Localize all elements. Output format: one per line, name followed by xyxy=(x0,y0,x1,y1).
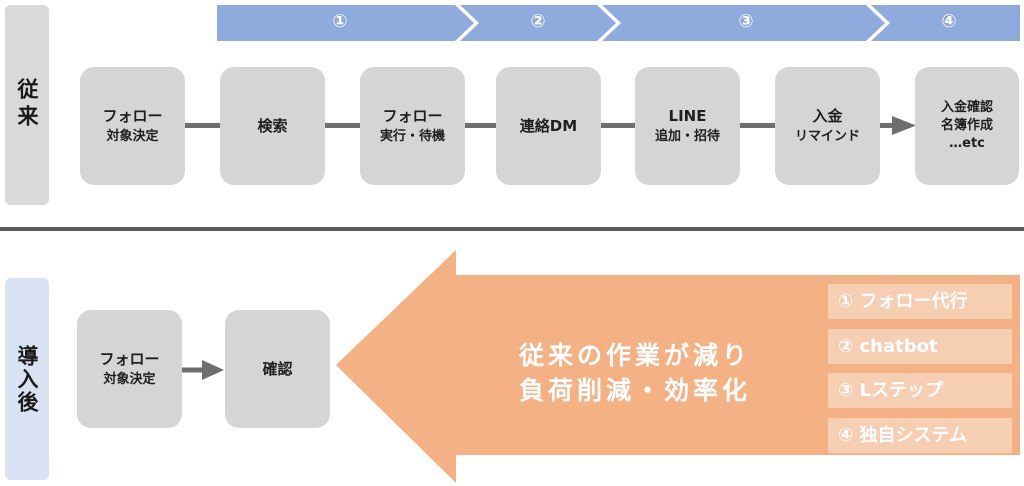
step-chevron-2 xyxy=(460,5,616,41)
step-band xyxy=(217,5,1020,41)
box-line-2: 対象決定 xyxy=(106,128,159,144)
connector-arrowhead xyxy=(892,116,916,135)
box-line-1: 連絡DM xyxy=(519,116,578,135)
step-number-4: ④ xyxy=(941,11,957,32)
after-section-label: 導入後 xyxy=(5,278,49,480)
step-chevron-1 xyxy=(217,5,474,41)
after-box-confirm: 確認 xyxy=(225,310,330,428)
box-line-1: 入金 xyxy=(812,106,843,125)
box-line-1: フォロー xyxy=(99,349,160,368)
step-chevron-3 xyxy=(602,5,885,41)
after-flow-arrow xyxy=(182,360,224,380)
box-line-2: 実行・待機 xyxy=(379,128,445,144)
tool-chatbot: ② chatbot xyxy=(828,329,1012,364)
box-line-1: フォロー xyxy=(382,106,443,125)
box-line-2: 名簿作成 xyxy=(940,118,993,133)
box-line-2: 追加・招待 xyxy=(654,128,720,144)
box-line-3: …etc xyxy=(949,136,985,151)
tool-lstep: ③ Lステップ xyxy=(828,373,1012,408)
step-chevron-4 xyxy=(871,5,1020,41)
before-box-payment-remind: 入金 リマインド xyxy=(775,67,880,185)
before-section-label: 従来 xyxy=(5,5,49,205)
tool-follow-service: ① フォロー代行 xyxy=(828,284,1012,319)
step-number-3: ③ xyxy=(738,11,754,32)
before-box-payment-confirm: 入金確認 名簿作成 …etc xyxy=(915,67,1019,185)
box-line-2: 対象決定 xyxy=(103,371,156,387)
box-line-1: 確認 xyxy=(262,359,293,378)
box-line-1: LINE xyxy=(668,106,707,125)
after-arrow-line xyxy=(182,367,202,373)
section-divider xyxy=(0,227,1024,231)
after-box-follow-target: フォロー 対象決定 xyxy=(77,310,182,428)
step-number-1: ① xyxy=(332,11,348,32)
box-line-1: 入金確認 xyxy=(940,100,993,115)
step-number-2: ② xyxy=(530,11,546,32)
before-box-dm: 連絡DM xyxy=(496,67,601,185)
before-box-follow-target: フォロー 対象決定 xyxy=(80,67,185,185)
before-box-line: LINE 追加・招待 xyxy=(635,67,740,185)
tool-custom-system: ④ 独自システム xyxy=(828,418,1012,453)
box-line-2: リマインド xyxy=(794,128,860,144)
reduction-message-line-2: 負荷削減・効率化 xyxy=(518,376,751,405)
reduction-message-line-1: 従来の作業が減り xyxy=(518,341,751,370)
box-line-1: フォロー xyxy=(102,106,163,125)
after-arrowhead xyxy=(202,360,224,380)
box-line-1: 検索 xyxy=(257,116,288,135)
before-box-search: 検索 xyxy=(220,67,325,185)
before-box-follow-exec: フォロー 実行・待機 xyxy=(360,67,465,185)
